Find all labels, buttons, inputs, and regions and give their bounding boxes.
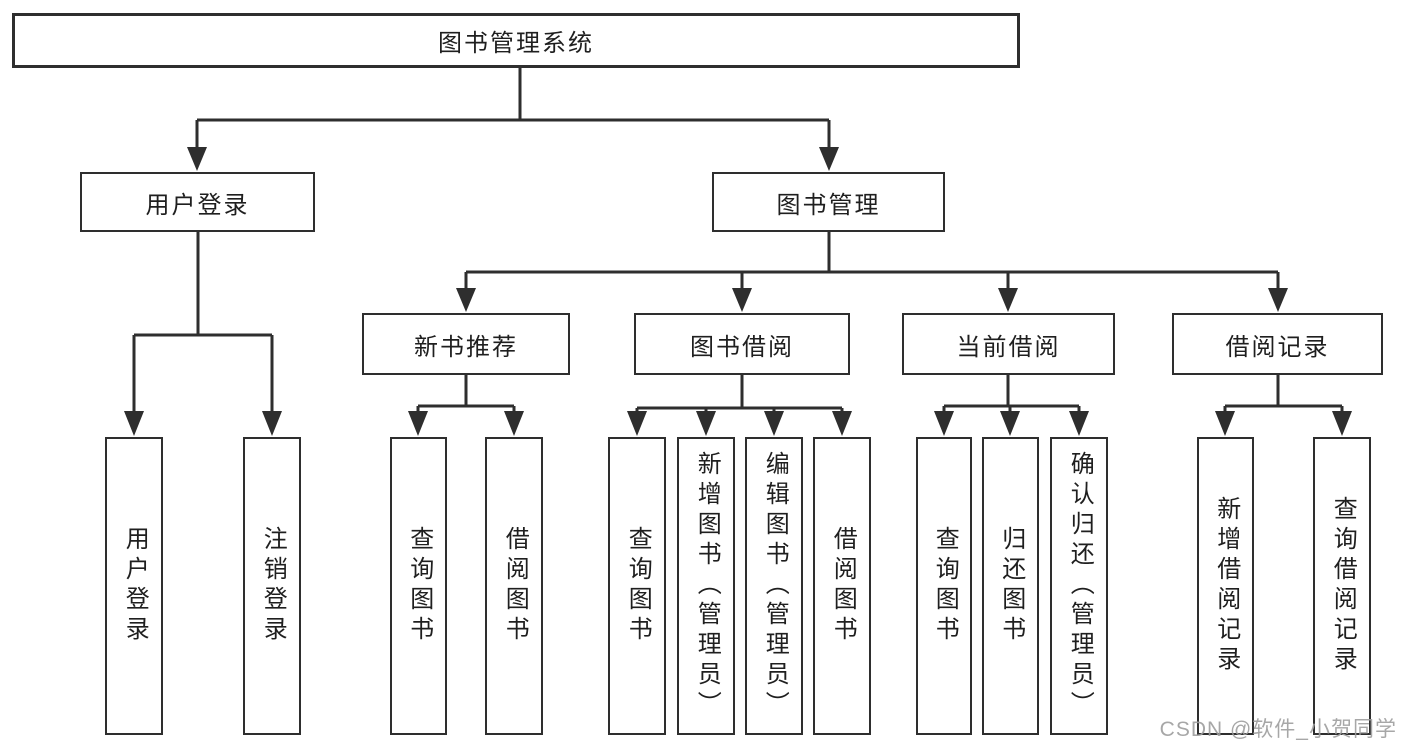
node-label: 当前借阅 <box>956 333 1061 361</box>
leaf-edit-book-admin: 编辑图书（管理员） <box>745 437 803 735</box>
connector-root <box>187 68 839 171</box>
arrowhead-down-icon <box>764 411 784 436</box>
arrowhead-down-icon <box>124 411 144 436</box>
connector-user-login <box>124 232 282 436</box>
node-book-management: 图书管理 <box>712 172 945 232</box>
node-label: 归还图书 <box>997 526 1025 646</box>
leaf-logout: 注销登录 <box>243 437 301 735</box>
node-label: 注销登录 <box>259 526 287 646</box>
node-label: 新增图书（管理员） <box>693 451 721 721</box>
arrowhead-down-icon <box>1215 411 1235 436</box>
node-label: 查询图书 <box>405 526 433 646</box>
connector-new-book-recommend <box>408 375 524 436</box>
leaf-add-book-admin: 新增图书（管理员） <box>677 437 735 735</box>
arrowhead-down-icon <box>408 411 428 436</box>
leaf-user-login: 用户登录 <box>105 437 163 735</box>
arrowhead-down-icon <box>819 147 839 171</box>
leaf-confirm-return-admin: 确认归还（管理员） <box>1050 437 1108 735</box>
node-label: 查询借阅记录 <box>1329 496 1357 676</box>
connector-book-borrow <box>627 375 852 436</box>
node-label: 图书管理 <box>776 191 881 219</box>
leaf-add-borrow-record: 新增借阅记录 <box>1197 437 1254 735</box>
node-library-management-system: 图书管理系统 <box>12 13 1020 68</box>
node-book-borrow: 图书借阅 <box>634 313 850 375</box>
node-label: 确认归还（管理员） <box>1066 451 1094 721</box>
node-label: 查询图书 <box>931 526 959 646</box>
node-new-book-recommend: 新书推荐 <box>362 313 570 375</box>
arrowhead-down-icon <box>934 411 954 436</box>
arrowhead-down-icon <box>1069 411 1089 436</box>
node-label: 用户登录 <box>145 191 250 219</box>
connector-current-borrow <box>934 375 1089 436</box>
arrowhead-down-icon <box>187 147 207 171</box>
node-user-login: 用户登录 <box>80 172 315 232</box>
arrowhead-down-icon <box>732 288 752 312</box>
connector-book-management <box>456 232 1288 312</box>
arrowhead-down-icon <box>1332 411 1352 436</box>
arrowhead-down-icon <box>832 411 852 436</box>
arrowhead-down-icon <box>627 411 647 436</box>
leaf-query-books-current: 查询图书 <box>916 437 972 735</box>
leaf-query-books-borrow: 查询图书 <box>608 437 666 735</box>
leaf-query-borrow-record: 查询借阅记录 <box>1313 437 1371 735</box>
node-label: 借阅图书 <box>501 526 529 646</box>
arrowhead-down-icon <box>1268 288 1288 312</box>
node-label: 图书借阅 <box>690 333 794 361</box>
node-current-borrow: 当前借阅 <box>902 313 1115 375</box>
arrowhead-down-icon <box>1000 411 1020 436</box>
leaf-return-book: 归还图书 <box>982 437 1039 735</box>
connector-borrow-records <box>1215 375 1352 436</box>
arrowhead-down-icon <box>998 288 1018 312</box>
node-label: 新书推荐 <box>414 333 518 361</box>
arrowhead-down-icon <box>456 288 476 312</box>
leaf-query-books-recommend: 查询图书 <box>390 437 447 735</box>
node-label: 编辑图书（管理员） <box>761 451 789 721</box>
node-label: 查询图书 <box>624 526 652 646</box>
arrowhead-down-icon <box>696 411 716 436</box>
csdn-watermark: CSDN @软件_小贺同学 <box>1159 718 1397 741</box>
node-borrow-records: 借阅记录 <box>1172 313 1383 375</box>
arrowhead-down-icon <box>262 411 282 436</box>
node-label: 借阅图书 <box>829 526 857 646</box>
node-label: 借阅记录 <box>1225 333 1330 361</box>
leaf-borrow-books: 借阅图书 <box>813 437 871 735</box>
node-label: 图书管理系统 <box>438 30 594 57</box>
node-label: 用户登录 <box>121 526 149 646</box>
node-label: 新增借阅记录 <box>1212 496 1240 676</box>
leaf-borrow-books-recommend: 借阅图书 <box>485 437 543 735</box>
arrowhead-down-icon <box>504 411 524 436</box>
